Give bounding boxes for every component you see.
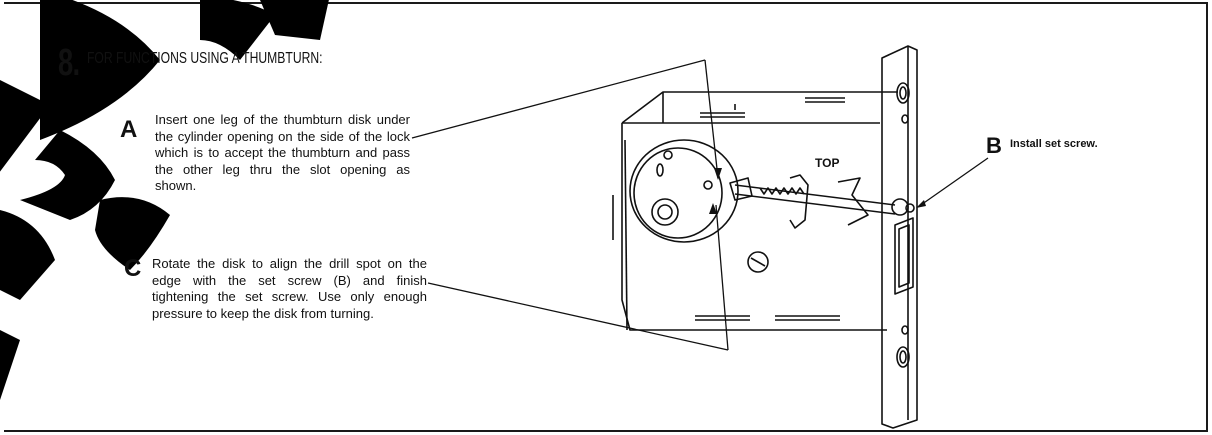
instruction-letter-a: A [120,116,138,143]
page-frame [4,2,1208,432]
instruction-text-a: Insert one leg of the thumbturn disk und… [155,112,410,193]
step-title: FOR FUNCTIONS USING A THUMBTURN: [87,50,323,67]
step-number: 8. [58,42,80,84]
callout-line-b [917,157,989,208]
top-label: TOP [815,156,839,170]
thumbturn-disk [629,139,739,243]
lock-body-front [621,123,887,331]
callout-text-b: Install set screw. [1010,138,1098,150]
callout-line-c [427,282,729,351]
callout-line-c2 [715,204,729,351]
callout-line-a [411,59,706,139]
callout-letter-b: B [986,133,1002,158]
instruction-letter-c: C [124,255,142,282]
callout-line-a2 [704,59,719,179]
instruction-text-c: Rotate the disk to align the drill spot … [152,256,427,321]
